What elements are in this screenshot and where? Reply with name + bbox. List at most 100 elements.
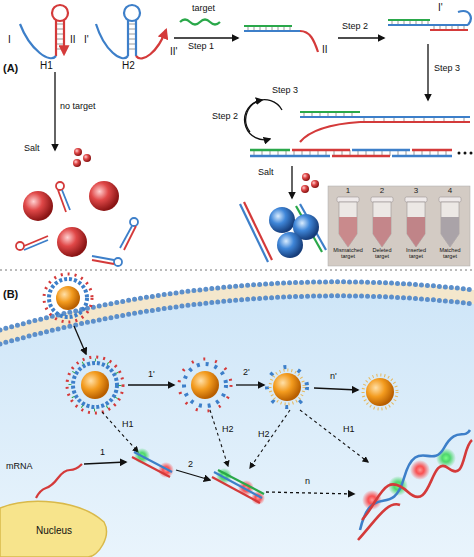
hairpin-h2 [96,5,166,58]
domain-label: II' [170,46,177,57]
free-hairpin [124,226,136,250]
hairpin-label: H2 [122,60,135,71]
panel-separator [0,270,474,271]
ellipsis-dots [458,152,461,155]
hairpin-label: H2 [222,425,234,435]
nanoparticle-probe [49,279,87,317]
gold-nanoparticle [83,154,91,162]
hairpin-label: H1 [122,420,134,430]
domain-label: I [8,34,11,45]
dashed-arrow [210,410,228,466]
reaction-arrow [245,100,282,140]
free-hairpin [92,256,114,260]
process-arrow [314,388,358,390]
tube-number: 3 [399,187,433,195]
nanoparticle-probe [191,371,219,399]
step-label: 2' [243,368,250,378]
dna-concatemer [250,150,452,156]
gold-nanoparticle [74,148,82,156]
dna-duplex [244,26,318,52]
nanoparticle-probe [366,378,394,406]
dashed-arrow [250,410,290,468]
nanoparticle-probe [267,367,307,407]
dna-duplex [388,24,468,26]
reaction-arrow [291,166,292,198]
dna-duplex [244,25,292,27]
panel-separator [0,270,474,271]
gold-nanoparticle [89,181,119,211]
hairpin-h1 [20,24,56,58]
signal-helix [358,430,472,540]
process-arrow [74,326,86,354]
hairpin-label: H1 [343,425,355,435]
tube-caption: Mismatched target [331,248,365,260]
hybrid-complex [218,470,264,494]
gold-nanoparticle [57,227,87,257]
gold-nanoparticle [301,173,319,193]
tube-number: 2 [365,187,399,195]
hairpin-h2 [128,24,136,49]
tube-liquid [339,217,357,247]
signal-helix [360,430,470,530]
cytoplasm [0,296,474,557]
reaction-arrow [174,37,238,38]
nanoparticle-probe [273,373,301,401]
reaction-arrow [427,44,428,100]
gold-nanoparticle [23,148,119,257]
dna-duplex [300,31,318,52]
strand-label: mRNA [6,462,33,472]
ellipsis-dots [470,152,473,155]
dna-duplex [300,122,360,142]
reagent-label: Salt [258,168,274,178]
tube-number: 4 [433,187,467,195]
nanoparticle-probe [67,357,123,413]
nanoparticle-probe [70,360,120,410]
panel-label: (B) [3,288,18,300]
step-label: 2 [188,460,193,470]
tube-body [339,202,357,247]
hairpin-h1 [55,20,57,56]
hairpin-h2 [127,20,129,56]
domain-label: I' [84,34,89,45]
process-arrow [74,326,358,494]
tube-cap [371,197,393,202]
nanoparticle-probe [270,370,304,404]
reaction-arrow [54,72,55,150]
dna-strand [240,202,326,262]
tube-liquid [373,217,391,247]
step-label: n' [330,372,337,382]
tube-body [373,202,391,247]
cell-membrane [0,282,474,344]
tube-body [407,202,425,247]
nanoparticle-probe [363,375,397,409]
aggregated-nanoparticle [269,207,295,233]
nucleus-shape: Nucleus [0,500,108,557]
dna-duplex [360,121,470,123]
signal-helix [410,460,430,480]
hairpin-h1 [52,5,68,21]
photo-inset [328,186,470,266]
dna-duplex [300,112,470,142]
target-strand [180,20,220,25]
step-label: Step 2 [212,112,238,122]
ellipsis-dots [458,152,473,155]
hairpin-h2 [136,30,166,58]
condition-label: no target [60,102,96,112]
sample-tube: 1Mismatched target [331,186,365,266]
tube-caption: Deleted target [365,248,399,260]
tube-caption: Inserted target [399,248,433,260]
nanoparticle-probe [179,359,231,411]
free-hairpin [16,242,24,250]
free-hairpin [24,240,48,250]
process-arrow [84,462,126,464]
hybrid-complex [214,472,262,498]
sample-tube: 4Matched target [433,186,467,266]
step-label: Step 2 [342,22,368,32]
gold-nanoparticle [311,180,319,188]
dna-strand [244,202,272,260]
cell-membrane [0,282,474,330]
nanoparticle-probe [44,274,92,322]
tube-liquid [441,217,459,247]
free-hairpin [56,182,64,190]
